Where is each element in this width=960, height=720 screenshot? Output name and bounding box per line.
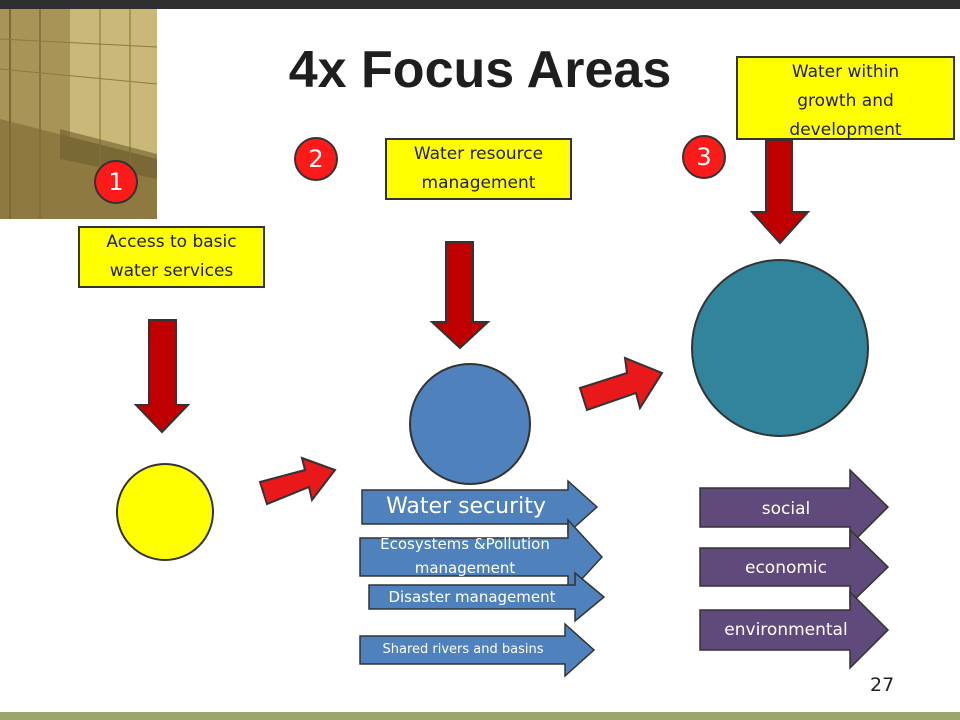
down-arrow-3 (749, 139, 811, 245)
ecosystems-arrow (359, 518, 604, 596)
top-bar (0, 0, 960, 9)
pillar-environmental: environmental (724, 620, 848, 640)
focus-area-3-label: Water within growth and development (736, 56, 955, 140)
circle-growth-development (691, 259, 869, 437)
page-title: 4x Focus Areas (288, 41, 672, 99)
water-security-label: Water security (386, 494, 546, 519)
focus-area-2-label: Water resource management (385, 138, 572, 200)
flow-arrow-1 (258, 456, 337, 506)
focus-area-3-line1: Water within (791, 62, 900, 82)
focus-area-3-line2: growth and (797, 91, 894, 111)
environmental-arrow (699, 590, 890, 670)
focus-area-3-line3: development (789, 120, 902, 140)
page-number: 27 (870, 674, 895, 696)
shared-rivers-label: Shared rivers and basins (382, 642, 544, 657)
social-arrow (699, 468, 890, 547)
focus-area-3-number: 3 (682, 135, 726, 179)
focus-area-2-line2: management (421, 173, 536, 193)
building-photo (0, 9, 157, 219)
economic-arrow (699, 528, 890, 606)
flow-arrow-2 (578, 356, 664, 412)
circle-basic-services (116, 463, 214, 561)
pillar-social: social (761, 499, 811, 519)
pillar-economic: economic (744, 558, 827, 578)
focus-area-1-line1: Access to basic (106, 232, 237, 252)
focus-area-1-label: Access to basic water services (78, 226, 265, 288)
circle-water-resource (409, 363, 531, 485)
focus-area-2-line1: Water resource (413, 144, 544, 164)
ecosystems-label-line2: management (414, 559, 516, 577)
disaster-label: Disaster management (388, 588, 556, 606)
water-security-arrow (361, 479, 599, 535)
disaster-arrow (368, 571, 606, 623)
focus-area-2-number: 2 (294, 137, 338, 181)
ecosystems-label-line1: Ecosystems &Pollution (380, 535, 550, 553)
ecosystems-label: Ecosystems &Pollution management (360, 532, 570, 580)
focus-area-1-line2: water services (109, 261, 234, 281)
down-arrow-2 (429, 241, 491, 350)
shared-rivers-arrow (359, 622, 596, 678)
focus-area-1-number: 1 (94, 160, 138, 204)
down-arrow-1 (133, 319, 191, 434)
bottom-bar (0, 712, 960, 720)
